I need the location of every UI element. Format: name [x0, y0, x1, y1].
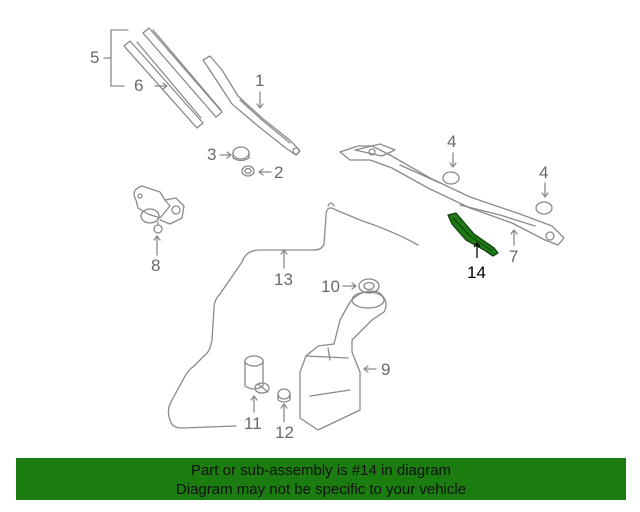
grommet-part-4-right — [535, 201, 553, 215]
callout-2: 2 — [274, 163, 284, 182]
banner-line-1: Part or sub-assembly is #14 in diagram — [190, 462, 452, 479]
callout-14: 14 — [467, 263, 486, 282]
wiper-blade-part-5 — [123, 27, 223, 129]
callout-5: 5 — [90, 48, 100, 67]
callout-11: 11 — [244, 414, 262, 433]
washer-reservoir-part-9 — [299, 290, 387, 431]
washer-hose-part-13 — [167, 207, 419, 429]
callout-13: 13 — [274, 270, 293, 289]
callout-1: 1 — [255, 71, 265, 90]
wiper-motor-part-8 — [133, 185, 185, 234]
callout-8: 8 — [151, 256, 161, 275]
info-banner: Part or sub-assembly is #14 in diagram D… — [16, 458, 626, 500]
reservoir-cap-part-10 — [358, 278, 380, 294]
washer-pump-part-11 — [244, 355, 270, 394]
callout-6: 6 — [134, 76, 144, 95]
leader-line-14 — [473, 241, 481, 258]
cap-part-3 — [232, 146, 250, 162]
callout-9: 9 — [381, 360, 391, 379]
banner-line-2: Diagram may not be specific to your vehi… — [175, 481, 467, 498]
grommet-part-4-left — [442, 171, 460, 185]
wiper-arm-part-1 — [202, 55, 301, 156]
leader-lines — [103, 29, 549, 423]
callout-10: 10 — [321, 277, 340, 296]
grommet-part-12 — [277, 388, 291, 403]
callout-3: 3 — [207, 145, 217, 164]
parts-diagram — [103, 27, 565, 431]
wiper-arm-part-14-highlighted — [447, 212, 499, 257]
wiper-linkage-part-7 — [339, 143, 565, 246]
callout-12: 12 — [275, 423, 294, 442]
nut-part-2 — [241, 165, 255, 177]
callout-4-left: 4 — [447, 132, 457, 151]
callout-7: 7 — [509, 247, 519, 266]
callout-4-right: 4 — [539, 163, 549, 182]
